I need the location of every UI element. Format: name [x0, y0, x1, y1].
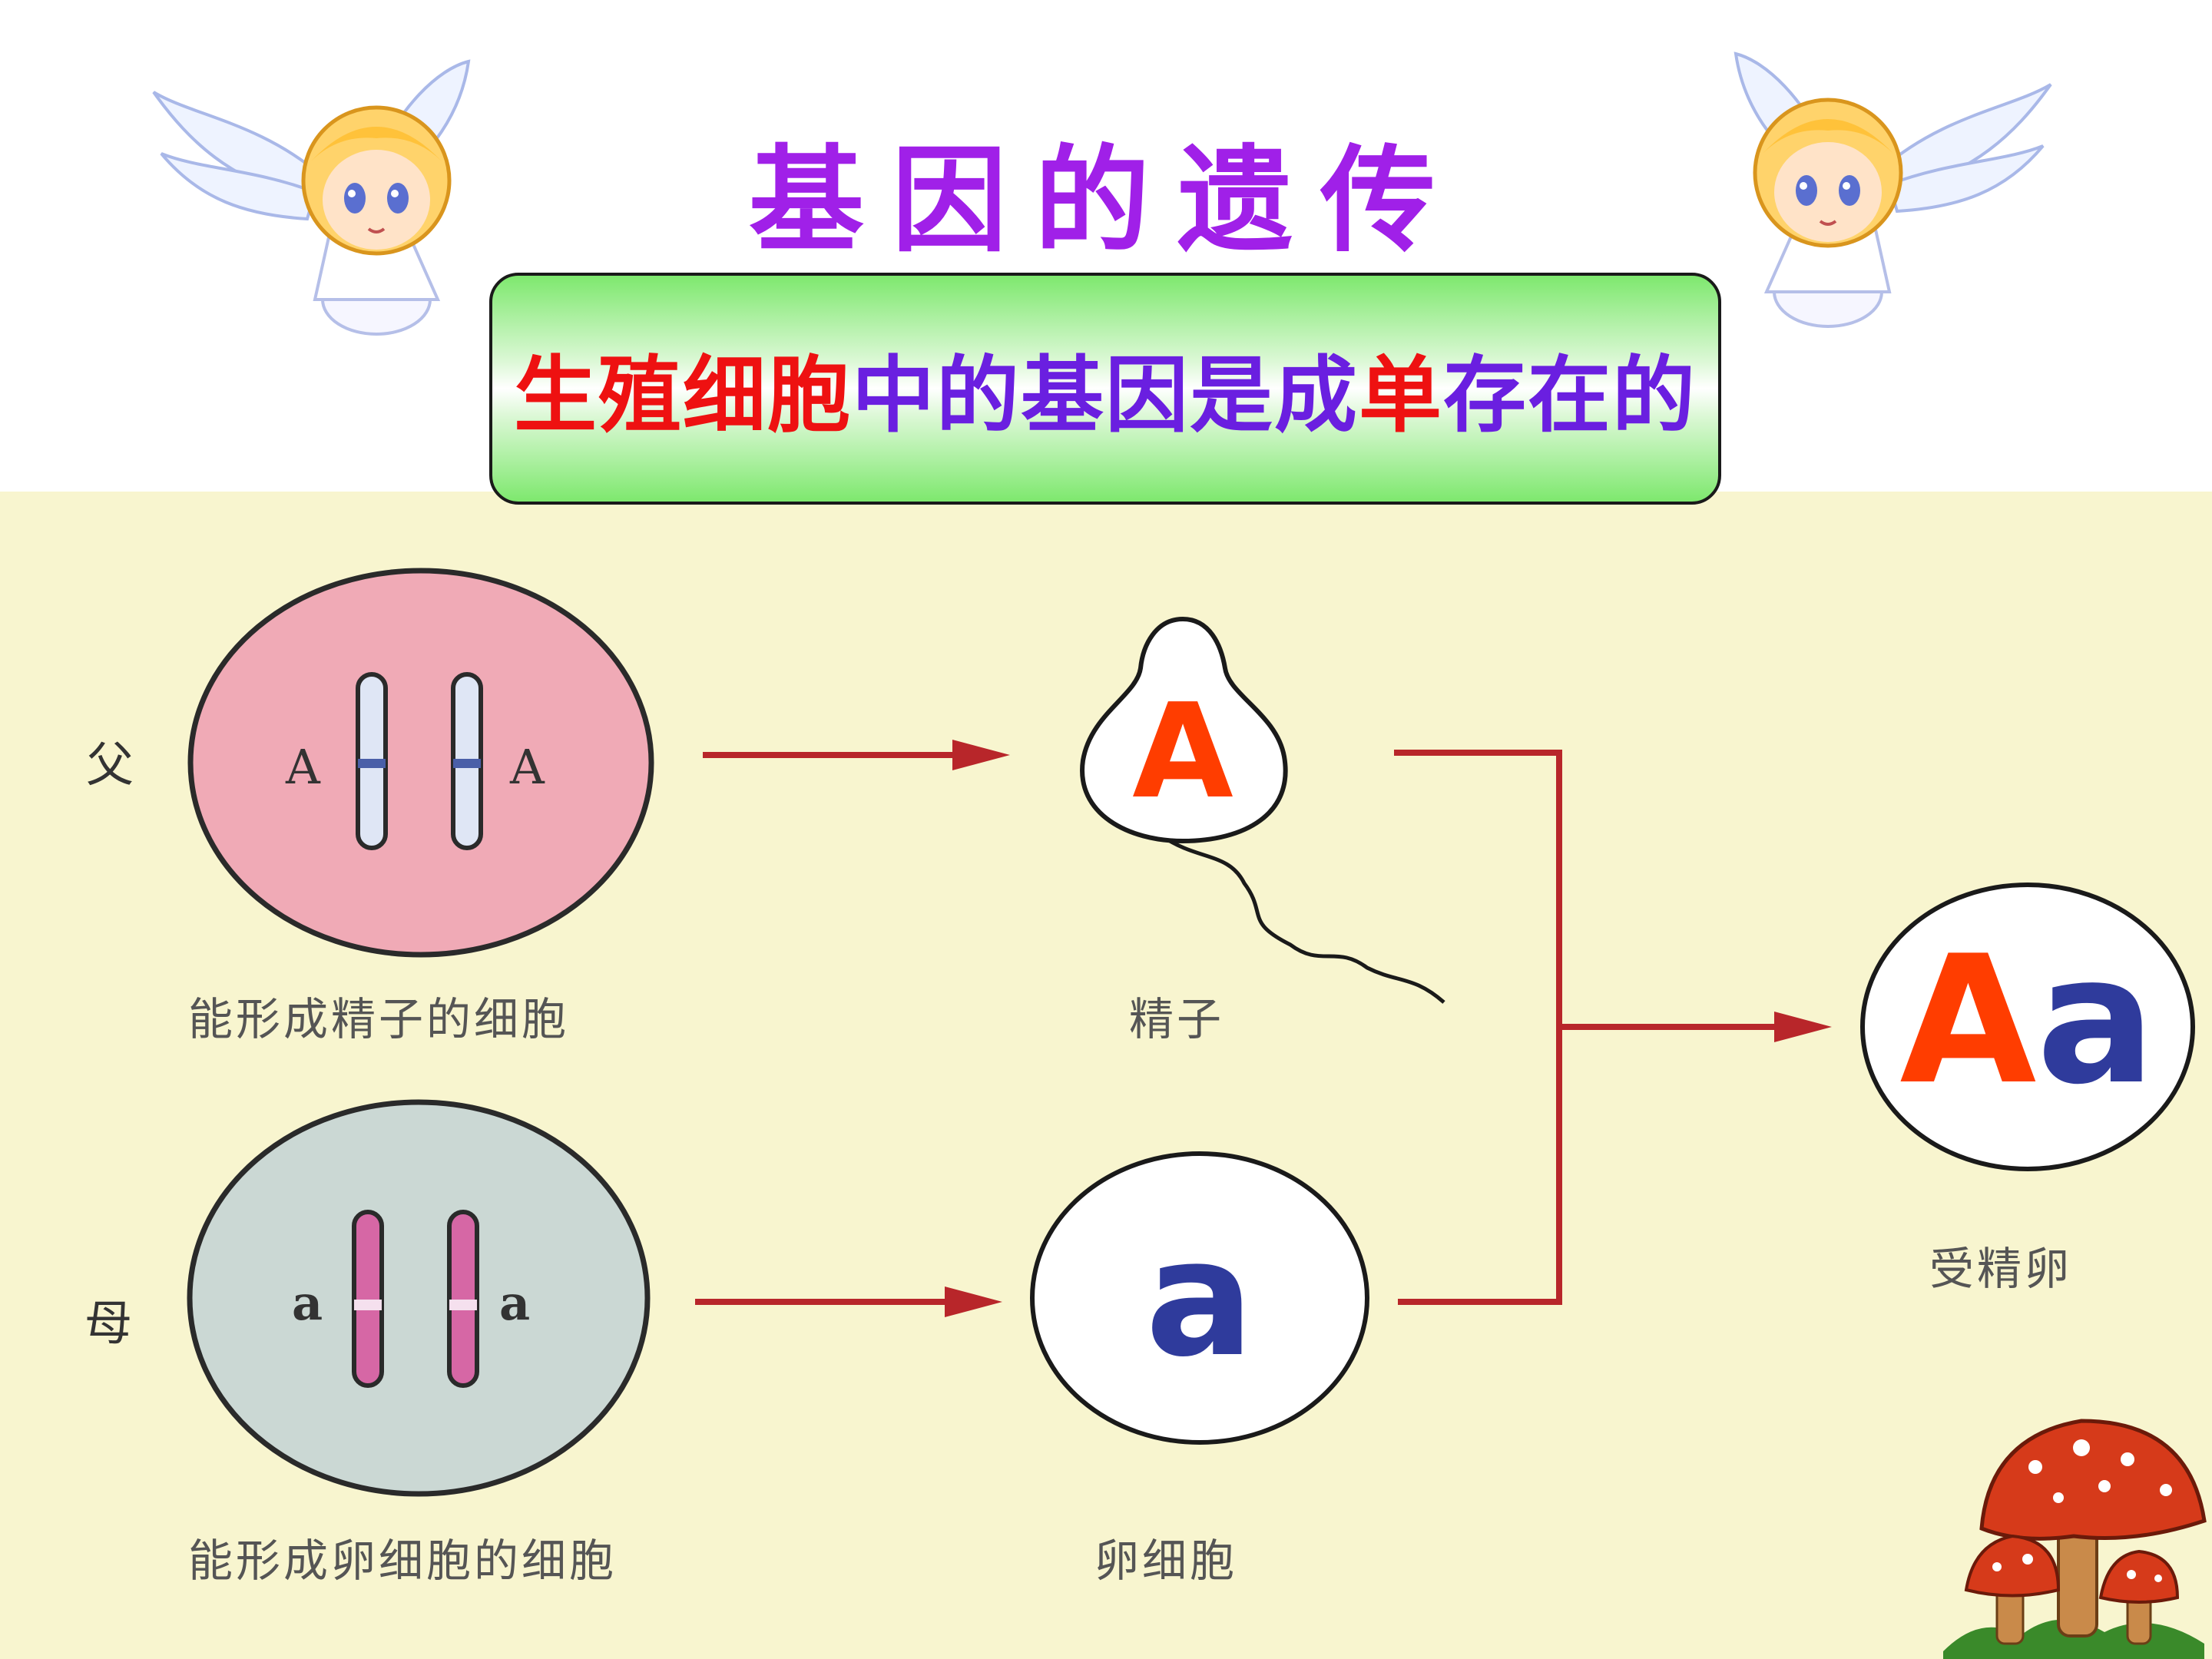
sperm-gene: A — [1132, 676, 1233, 828]
zygote-caption: 受精卵 — [1929, 1243, 2073, 1295]
mother-chromosome-left — [352, 1210, 384, 1388]
egg-caption: 卵细胞 — [1094, 1535, 1238, 1587]
sperm-tail — [1162, 835, 1445, 1004]
mother-label: 母 — [84, 1295, 136, 1351]
zygote-gene-dominant: A — [1899, 919, 2037, 1124]
banner-text-middle: 中的基因是成 — [851, 348, 1359, 444]
banner-text-germ-cells: 生殖细胞 — [513, 348, 852, 444]
sperm-caption: 精子 — [1129, 993, 1225, 1045]
mushrooms-image — [1943, 1419, 2207, 1659]
egg-cell — [1030, 1151, 1369, 1445]
mother-chromosome-right — [447, 1210, 479, 1388]
father-label: 父 — [86, 737, 137, 793]
slide-title: 基因的遗传 — [748, 133, 1463, 268]
zygote-genotype: Aa — [1889, 933, 2166, 1110]
mother-cell-caption: 能形成卵细胞的细胞 — [188, 1535, 618, 1587]
sperm-head — [1080, 616, 1288, 844]
banner-text-single: 单 — [1359, 348, 1444, 444]
banner-text-end: 存在的 — [1443, 348, 1697, 444]
mother-cell — [187, 1099, 651, 1497]
mother-gene-right: a — [499, 1275, 534, 1331]
connector-bracket — [1394, 750, 1562, 1305]
father-cell — [187, 568, 654, 958]
banner-statement: 生殖细胞中的基因是成单存在的 — [489, 273, 1721, 505]
zygote-gene-recessive: a — [2036, 919, 2156, 1124]
mother-gene-left: a — [292, 1275, 326, 1331]
father-cell-caption: 能形成精子的细胞 — [188, 993, 570, 1045]
egg-gene: a — [1145, 1204, 1254, 1392]
father-gene-left: A — [286, 739, 323, 795]
father-gene-right: A — [510, 739, 548, 795]
zygote-cell — [1860, 882, 2195, 1171]
angel-left-image — [152, 59, 471, 336]
angel-right-image — [1734, 51, 2052, 328]
